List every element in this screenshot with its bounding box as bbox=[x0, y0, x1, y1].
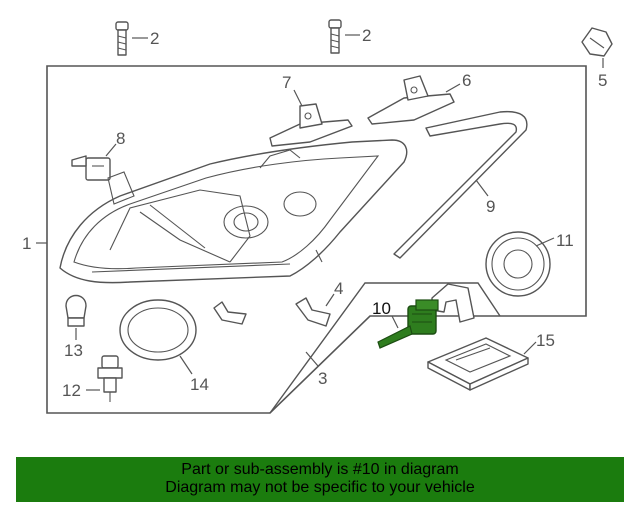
bracket-part-7 bbox=[269, 103, 353, 147]
callout-11: 11 bbox=[556, 231, 574, 250]
callout-2b: 2 bbox=[362, 26, 371, 45]
parts-diagram: 1 2 2 5 7 6 bbox=[22, 19, 613, 414]
callout-9: 9 bbox=[486, 197, 495, 216]
callout-14: 14 bbox=[190, 375, 209, 394]
bulb-part-12 bbox=[97, 355, 123, 402]
bolt-part-2a bbox=[115, 21, 129, 56]
clip-part-5 bbox=[581, 27, 613, 57]
callout-13: 13 bbox=[64, 341, 83, 360]
callout-15: 15 bbox=[536, 331, 555, 350]
callout-7: 7 bbox=[282, 73, 291, 92]
callout-2a: 2 bbox=[150, 29, 159, 48]
leader-7 bbox=[293, 89, 303, 107]
ballast-part-15 bbox=[427, 337, 529, 391]
clip-part-small bbox=[213, 301, 247, 325]
leader-4 bbox=[325, 293, 335, 307]
hid-bulb-part-10 bbox=[377, 299, 439, 349]
callout-4: 4 bbox=[334, 279, 343, 298]
banner-line-1: Part or sub-assembly is #10 in diagram bbox=[181, 461, 459, 478]
socket-part-8 bbox=[71, 155, 111, 181]
bracket-part-6 bbox=[367, 75, 455, 125]
notice-banner: Part or sub-assembly is #10 in diagram D… bbox=[16, 457, 624, 502]
bulb-part-13 bbox=[65, 294, 87, 327]
trim-strip-part-9 bbox=[393, 110, 528, 259]
bolt-part-2b bbox=[328, 19, 342, 54]
banner-line-2: Diagram may not be specific to your vehi… bbox=[165, 479, 475, 496]
mount-bracket bbox=[431, 283, 475, 323]
leader-10 bbox=[391, 315, 399, 329]
leader-9 bbox=[475, 179, 489, 197]
callout-8: 8 bbox=[116, 129, 125, 148]
leader-15 bbox=[523, 341, 537, 355]
callout-3: 3 bbox=[318, 369, 327, 388]
callout-1: 1 bbox=[22, 234, 31, 253]
leader-6 bbox=[445, 83, 461, 93]
callout-6: 6 bbox=[462, 71, 471, 90]
callout-10: 10 bbox=[372, 299, 391, 318]
leader-8 bbox=[105, 143, 117, 157]
callout-12: 12 bbox=[62, 381, 81, 400]
sub-assembly-outline bbox=[269, 282, 501, 414]
headlamp-assembly bbox=[59, 139, 408, 284]
cover-cap-part-11 bbox=[485, 231, 551, 297]
callout-5: 5 bbox=[598, 71, 607, 90]
leader-11 bbox=[535, 237, 555, 247]
leader-14 bbox=[179, 355, 193, 375]
assembly-frame bbox=[46, 65, 587, 414]
leader-3 bbox=[305, 351, 319, 367]
fog-lens-part-14 bbox=[119, 299, 197, 361]
clip-part-4 bbox=[295, 297, 331, 327]
